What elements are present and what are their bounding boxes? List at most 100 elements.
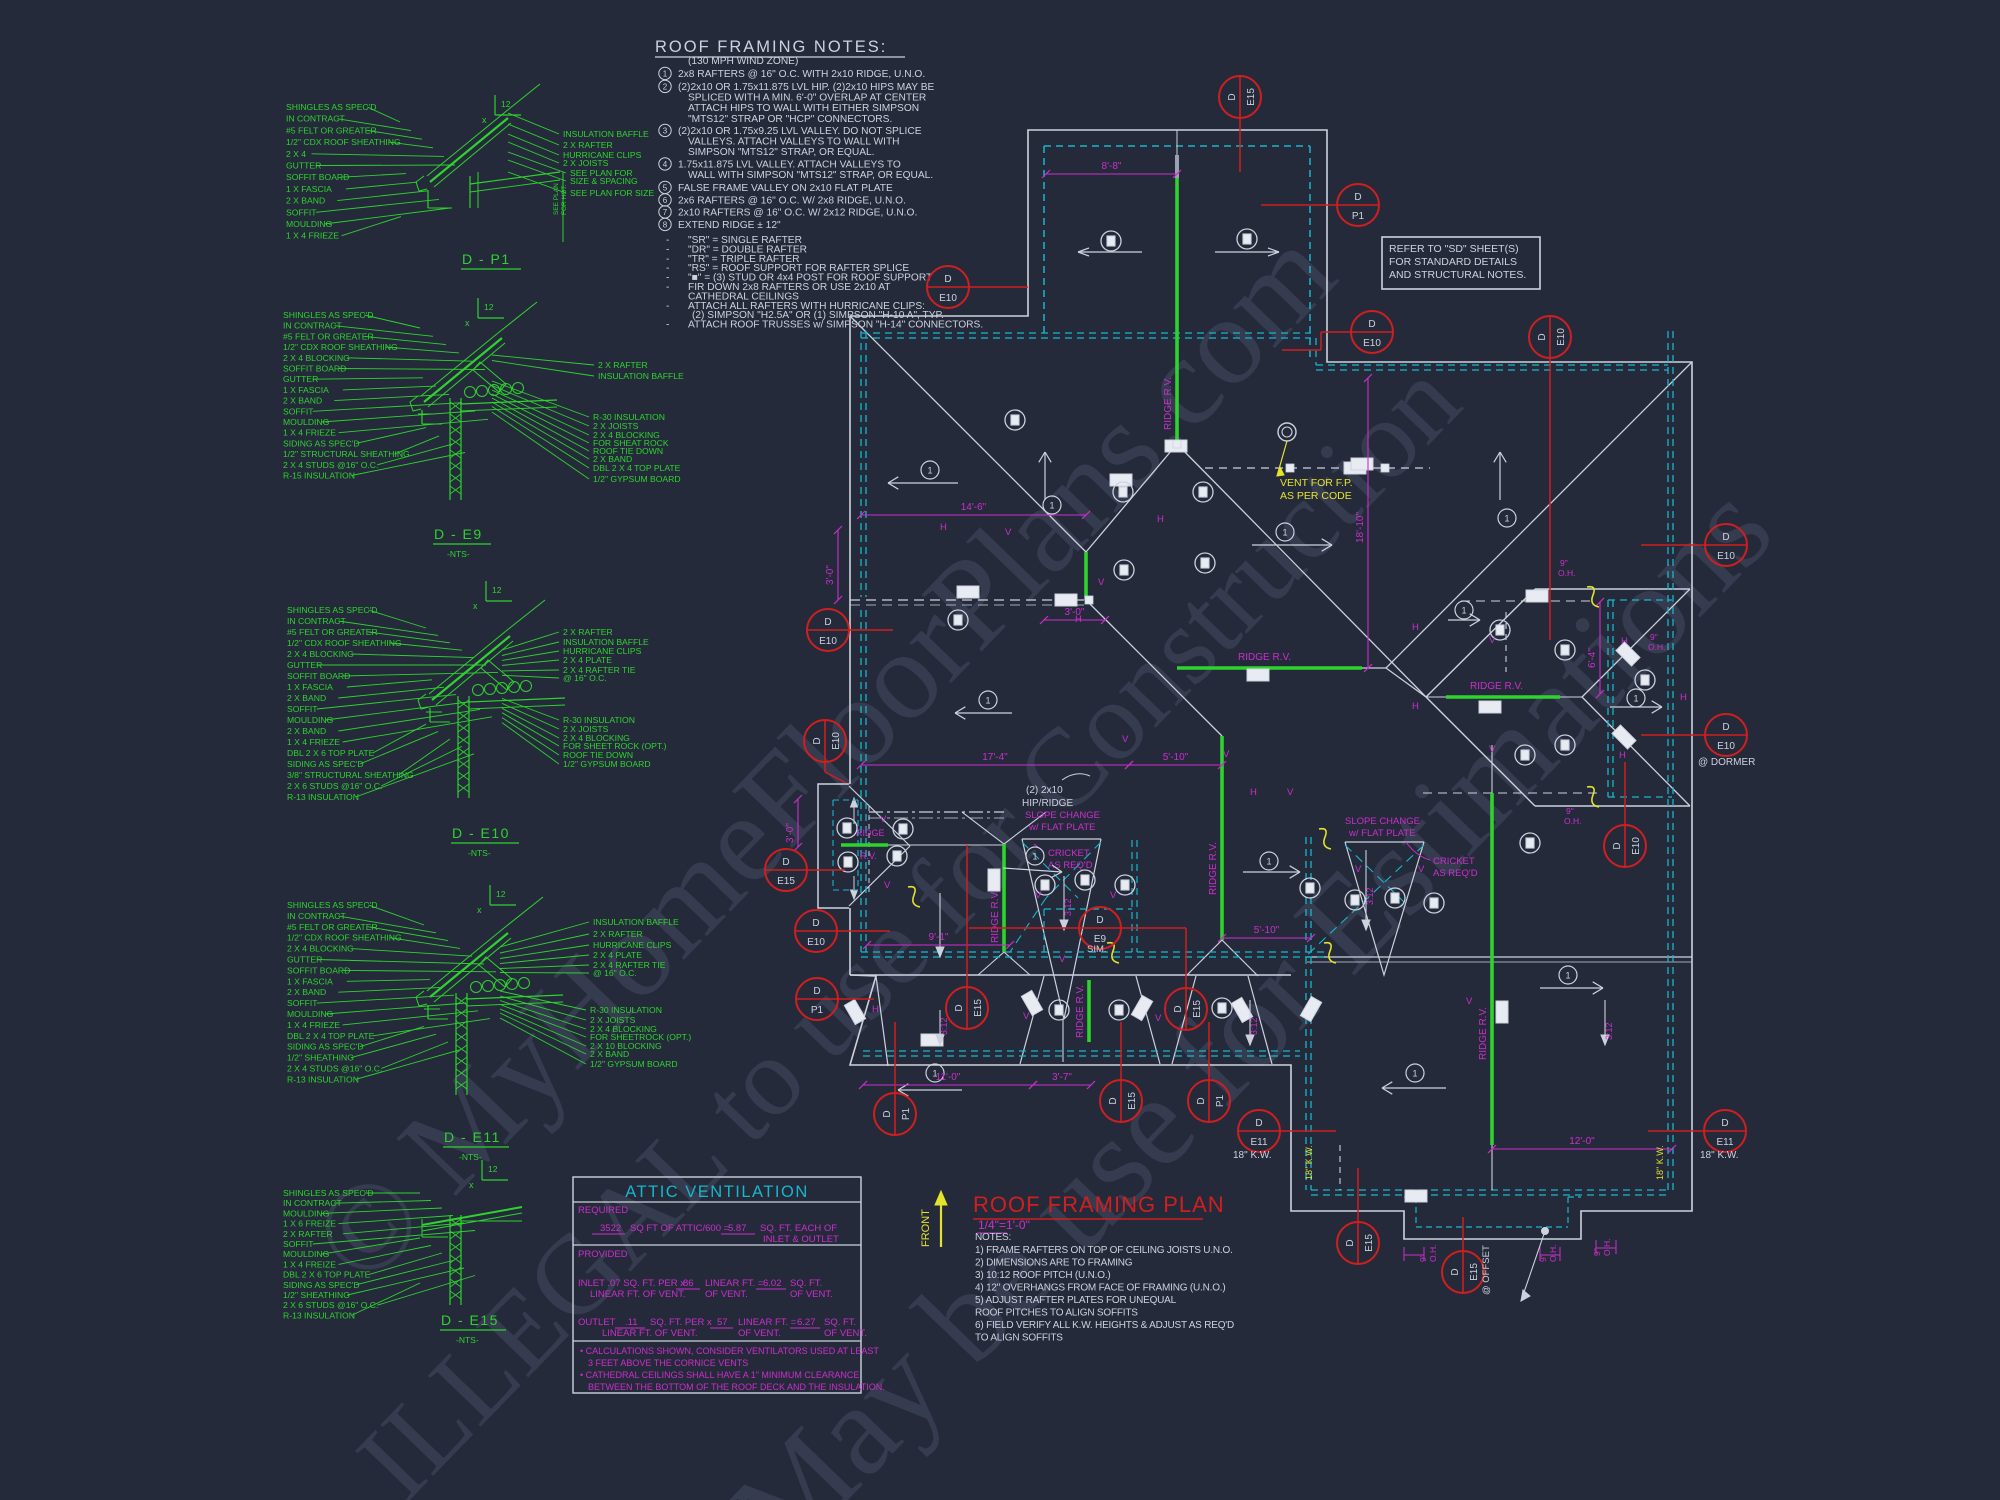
svg-text:SIMPSON "MTS12" STRAP, OR EQUA: SIMPSON "MTS12" STRAP, OR EQUAL. (688, 147, 875, 158)
svg-text:D: D (813, 986, 820, 997)
svg-text:3: 3 (663, 126, 668, 135)
svg-text:SOFFIT: SOFFIT (283, 1239, 314, 1249)
svg-text:RIDGE R.V.: RIDGE R.V. (1208, 842, 1219, 895)
svg-text:R-30 INSULATION: R-30 INSULATION (593, 412, 665, 422)
svg-text:SEE PLAN FOR: SEE PLAN FOR (570, 168, 633, 178)
svg-text:V: V (880, 814, 887, 825)
svg-text:OF VENT.: OF VENT. (790, 1289, 833, 1300)
svg-text:@ 16" O.C.: @ 16" O.C. (593, 968, 637, 978)
svg-text:RIDGE: RIDGE (856, 828, 885, 838)
svg-text:MOULDING: MOULDING (283, 1208, 330, 1218)
svg-text:V: V (1035, 890, 1042, 901)
svg-text:ATTACH ALL RAFTERS WITH HURRIC: ATTACH ALL RAFTERS WITH HURRICANE CLIPS: (688, 301, 925, 312)
svg-text:12: 12 (501, 99, 511, 109)
svg-text:O.H.: O.H. (1602, 1239, 1612, 1256)
svg-text:#5 FELT OR GREATER: #5 FELT OR GREATER (287, 627, 378, 637)
svg-text:1: 1 (1266, 857, 1271, 867)
svg-text:3'-0": 3'-0" (785, 823, 796, 843)
svg-text:H: H (940, 522, 947, 533)
svg-text:CATHEDRAL CEILINGS: CATHEDRAL CEILINGS (688, 291, 799, 302)
svg-text:1/2" CDX ROOF SHEATHING: 1/2" CDX ROOF SHEATHING (287, 638, 402, 648)
svg-text:1: 1 (1504, 514, 1509, 524)
svg-text:SOFFIT: SOFFIT (283, 406, 314, 416)
svg-text:SQ FT OF ATTIC/600 =: SQ FT OF ATTIC/600 = (630, 1223, 730, 1234)
svg-text:18'-10": 18'-10" (1355, 512, 1366, 543)
svg-text:2x6 RAFTERS @ 16" O.C. W/ 2x8: 2x6 RAFTERS @ 16" O.C. W/ 2x8 RIDGE, U.N… (678, 196, 906, 207)
svg-text:ATTACH HIPS TO WALL WITH EITHE: ATTACH HIPS TO WALL WITH EITHER SIMPSON (688, 103, 919, 114)
svg-text:E11: E11 (1716, 1137, 1733, 1148)
svg-text:MOULDING: MOULDING (287, 1009, 334, 1019)
svg-text:RIDGE R.V.: RIDGE R.V. (1163, 377, 1174, 430)
svg-text:D: D (1227, 93, 1238, 100)
svg-text:12: 12 (496, 889, 506, 899)
svg-text:2 X BAND: 2 X BAND (590, 1049, 629, 1059)
svg-text:INLET .07 SQ. FT. PER x: INLET .07 SQ. FT. PER x (578, 1278, 685, 1289)
svg-text:SHINGLES AS SPEC'D: SHINGLES AS SPEC'D (287, 605, 377, 615)
svg-text:R-30 INSULATION: R-30 INSULATION (563, 715, 635, 725)
svg-text:LINEAR FT. =: LINEAR FT. = (738, 1317, 797, 1328)
svg-text:HURRICANE CLIPS: HURRICANE CLIPS (593, 940, 672, 950)
svg-text:SOFFIT BOARD: SOFFIT BOARD (283, 364, 346, 374)
svg-text:1 X FASCIA: 1 X FASCIA (286, 184, 332, 194)
svg-text:2x10 RAFTERS @ 16" O.C. W/ 2x1: 2x10 RAFTERS @ 16" O.C. W/ 2x12 RIDGE, U… (678, 208, 917, 219)
svg-text:3/8" STRUCTURAL SHEATHING: 3/8" STRUCTURAL SHEATHING (287, 770, 414, 780)
svg-text:D: D (1368, 319, 1375, 330)
svg-text:(2) 2x10: (2) 2x10 (1026, 785, 1063, 796)
svg-text:2 X RAFTER: 2 X RAFTER (563, 140, 613, 150)
svg-text:FIR DOWN 2x8 RAFTERS OR USE 2x: FIR DOWN 2x8 RAFTERS OR USE 2x10 AT (688, 282, 890, 293)
svg-text:1: 1 (1412, 1069, 1417, 1079)
svg-text:ROOF FRAMING NOTES:: ROOF FRAMING NOTES: (655, 38, 887, 56)
svg-text:2 X JOISTS: 2 X JOISTS (563, 158, 609, 168)
svg-text:2 X 4 BLOCKING: 2 X 4 BLOCKING (593, 430, 660, 440)
svg-text:2 X RAFTER: 2 X RAFTER (598, 360, 648, 370)
svg-text:1/2" GYPSUM BOARD: 1/2" GYPSUM BOARD (590, 1059, 678, 1069)
svg-text:12: 12 (484, 302, 494, 312)
svg-text:GUTTER: GUTTER (283, 374, 318, 384)
svg-text:3522: 3522 (600, 1223, 621, 1234)
svg-text:SHINGLES AS SPEC'D: SHINGLES AS SPEC'D (283, 310, 373, 320)
svg-text:2) DIMENSIONS ARE TO FRAMING: 2) DIMENSIONS ARE TO FRAMING (975, 1258, 1133, 1269)
svg-text:.11: .11 (625, 1317, 638, 1328)
svg-text:1 X 4 FRIEZE: 1 X 4 FRIEZE (287, 737, 340, 747)
svg-text:D: D (1722, 722, 1729, 733)
svg-text:2 X 4 BLOCKING: 2 X 4 BLOCKING (283, 353, 350, 363)
svg-text:RIDGE R.V.: RIDGE R.V. (1075, 985, 1086, 1038)
svg-text:18" K.W.: 18" K.W. (1304, 1145, 1314, 1180)
svg-text:w/ FLAT PLATE: w/ FLAT PLATE (1028, 822, 1096, 833)
svg-text:E9: E9 (1094, 934, 1107, 945)
svg-text:#5 FELT OR GREATER: #5 FELT OR GREATER (287, 922, 378, 932)
svg-text:RIDGE R.V.: RIDGE R.V. (1470, 681, 1523, 692)
svg-text:57: 57 (717, 1317, 728, 1328)
svg-text:1 X 4 FRIEZE: 1 X 4 FRIEZE (287, 1020, 340, 1030)
svg-text:3 FEET ABOVE THE CORNICE VENTS: 3 FEET ABOVE THE CORNICE VENTS (588, 1358, 748, 1368)
svg-text:R-13 INSULATION: R-13 INSULATION (283, 1310, 355, 1320)
svg-text:OF VENT.: OF VENT. (705, 1289, 748, 1300)
svg-text:-: - (666, 273, 669, 284)
svg-text:8: 8 (663, 220, 668, 229)
svg-text:ROOF FRAMING PLAN: ROOF FRAMING PLAN (973, 1192, 1225, 1217)
svg-text:86: 86 (683, 1278, 694, 1289)
svg-text:5'-10": 5'-10" (1163, 752, 1189, 763)
svg-text:7: 7 (663, 208, 668, 217)
svg-text:6'-4": 6'-4" (1587, 648, 1598, 668)
svg-text:9": 9" (1560, 558, 1568, 568)
svg-text:"TR" = TRIPLE RAFTER: "TR" = TRIPLE RAFTER (688, 254, 800, 265)
svg-text:REFER TO "SD" SHEET(S): REFER TO "SD" SHEET(S) (1389, 243, 1519, 255)
svg-text:HURRICANE CLIPS: HURRICANE CLIPS (563, 150, 642, 160)
svg-text:-: - (666, 235, 669, 246)
svg-text:V: V (1023, 1011, 1030, 1022)
svg-text:P1: P1 (901, 1107, 912, 1120)
svg-text:9'-1": 9'-1" (929, 932, 949, 943)
svg-text:3:12: 3:12 (1604, 1022, 1614, 1040)
svg-text:9": 9" (1592, 1248, 1602, 1256)
svg-text:(2)2x10 OR 1.75x9.25 LVL VALLE: (2)2x10 OR 1.75x9.25 LVL VALLEY. DO NOT … (678, 126, 922, 137)
svg-text:V: V (884, 880, 891, 891)
svg-text:9": 9" (1538, 1254, 1548, 1262)
svg-text:"MTS12" STRAP OR "HCP" CONNECT: "MTS12" STRAP OR "HCP" CONNECTORS. (688, 114, 892, 125)
svg-text:-: - (666, 320, 669, 331)
svg-text:SOFFIT: SOFFIT (287, 704, 318, 714)
svg-text:D: D (1612, 842, 1623, 849)
svg-text:D: D (1450, 1268, 1461, 1275)
svg-text:DBL 2 X 4 TOP PLATE: DBL 2 X 4 TOP PLATE (287, 1031, 375, 1041)
svg-text:EXTEND RIDGE ± 12": EXTEND RIDGE ± 12" (678, 220, 781, 231)
